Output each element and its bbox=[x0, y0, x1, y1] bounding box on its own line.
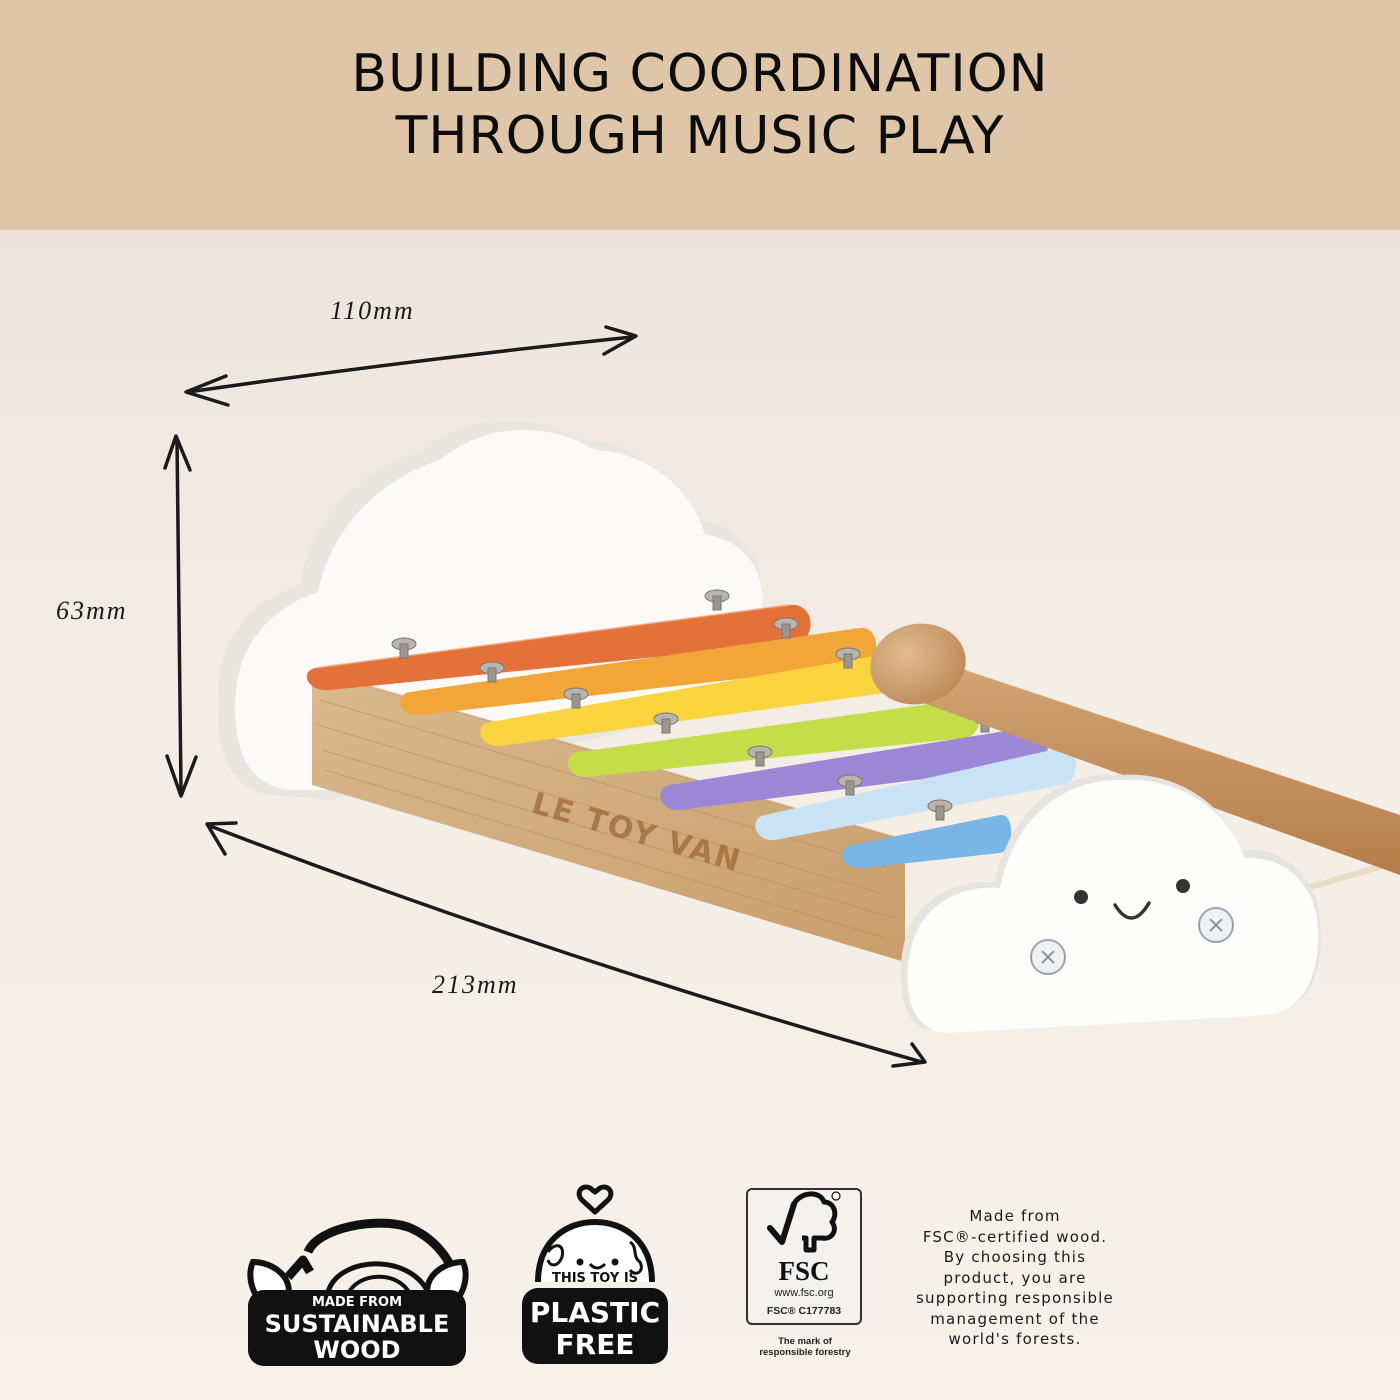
fsc-caption: The mark of responsible forestry bbox=[740, 1336, 870, 1358]
plastic-free-badge: THIS TOY IS PLASTIC FREE bbox=[522, 1184, 668, 1364]
mallet bbox=[870, 623, 1400, 908]
fsc-statement-line: product, you are bbox=[943, 1268, 1087, 1287]
dimension-arrow-length bbox=[205, 821, 927, 1068]
headline-line-1: BUILDING COORDINATION bbox=[351, 44, 1049, 104]
badge-sustainable-line3: WOOD bbox=[313, 1336, 400, 1364]
xylophone-bars bbox=[306, 589, 1077, 869]
fsc-statement-line: management of the bbox=[930, 1309, 1100, 1328]
fsc-logo: FSC www.fsc.org FSC® C177783 bbox=[746, 1188, 862, 1325]
dimension-arrow-width bbox=[184, 325, 638, 407]
front-cloud-end bbox=[900, 774, 1321, 1033]
fsc-caption-line2: responsible forestry bbox=[759, 1347, 851, 1358]
dimension-arrow-height bbox=[163, 434, 198, 798]
bar-6 bbox=[755, 747, 1077, 841]
dimension-height-label: 63mm bbox=[56, 596, 128, 625]
sustainable-wood-badge: MADE FROM SUSTAINABLE WOOD bbox=[247, 1218, 469, 1366]
dimension-width-label: 110mm bbox=[330, 296, 415, 325]
bar-1 bbox=[306, 604, 811, 691]
bar-3 bbox=[480, 654, 900, 747]
bar-5 bbox=[660, 726, 1048, 811]
header-banner: BUILDING COORDINATION THROUGH MUSIC PLAY bbox=[0, 0, 1400, 230]
bar-2 bbox=[400, 627, 877, 716]
fsc-statement-line: Made from bbox=[969, 1207, 1061, 1225]
bar-7 bbox=[842, 814, 1012, 869]
badge-sustainable-line1: MADE FROM bbox=[312, 1295, 402, 1310]
dimension-length-label: 213mm bbox=[432, 970, 519, 999]
fsc-logo-text: FSC bbox=[778, 1256, 830, 1286]
badge-plastic-line3: FREE bbox=[556, 1328, 635, 1361]
fsc-caption-line1: The mark of bbox=[778, 1336, 832, 1347]
fsc-license-code: FSC® C177783 bbox=[766, 1305, 842, 1317]
fsc-statement-line: world's forests. bbox=[948, 1330, 1082, 1348]
headline-line-2: THROUGH MUSIC PLAY bbox=[395, 106, 1005, 166]
badge-sustainable-line2: SUSTAINABLE bbox=[265, 1310, 450, 1338]
fsc-tree-check-icon bbox=[767, 1191, 841, 1253]
fsc-url: www.fsc.org bbox=[774, 1287, 834, 1299]
bar-4 bbox=[567, 699, 980, 778]
screw-left bbox=[1030, 939, 1066, 975]
screw-right bbox=[1198, 907, 1234, 943]
badge-plastic-line2: PLASTIC bbox=[530, 1296, 660, 1329]
fsc-statement: Made from FSC®-certified wood. By choosi… bbox=[890, 1206, 1140, 1350]
badge-plastic-line1: THIS TOY IS bbox=[552, 1271, 638, 1286]
cloud-face bbox=[1030, 879, 1234, 975]
heart-icon bbox=[576, 1184, 614, 1215]
fsc-statement-line: FSC®-certified wood. bbox=[922, 1227, 1108, 1246]
fsc-statement-line: supporting responsible bbox=[916, 1289, 1114, 1307]
fsc-statement-line: By choosing this bbox=[943, 1248, 1087, 1266]
